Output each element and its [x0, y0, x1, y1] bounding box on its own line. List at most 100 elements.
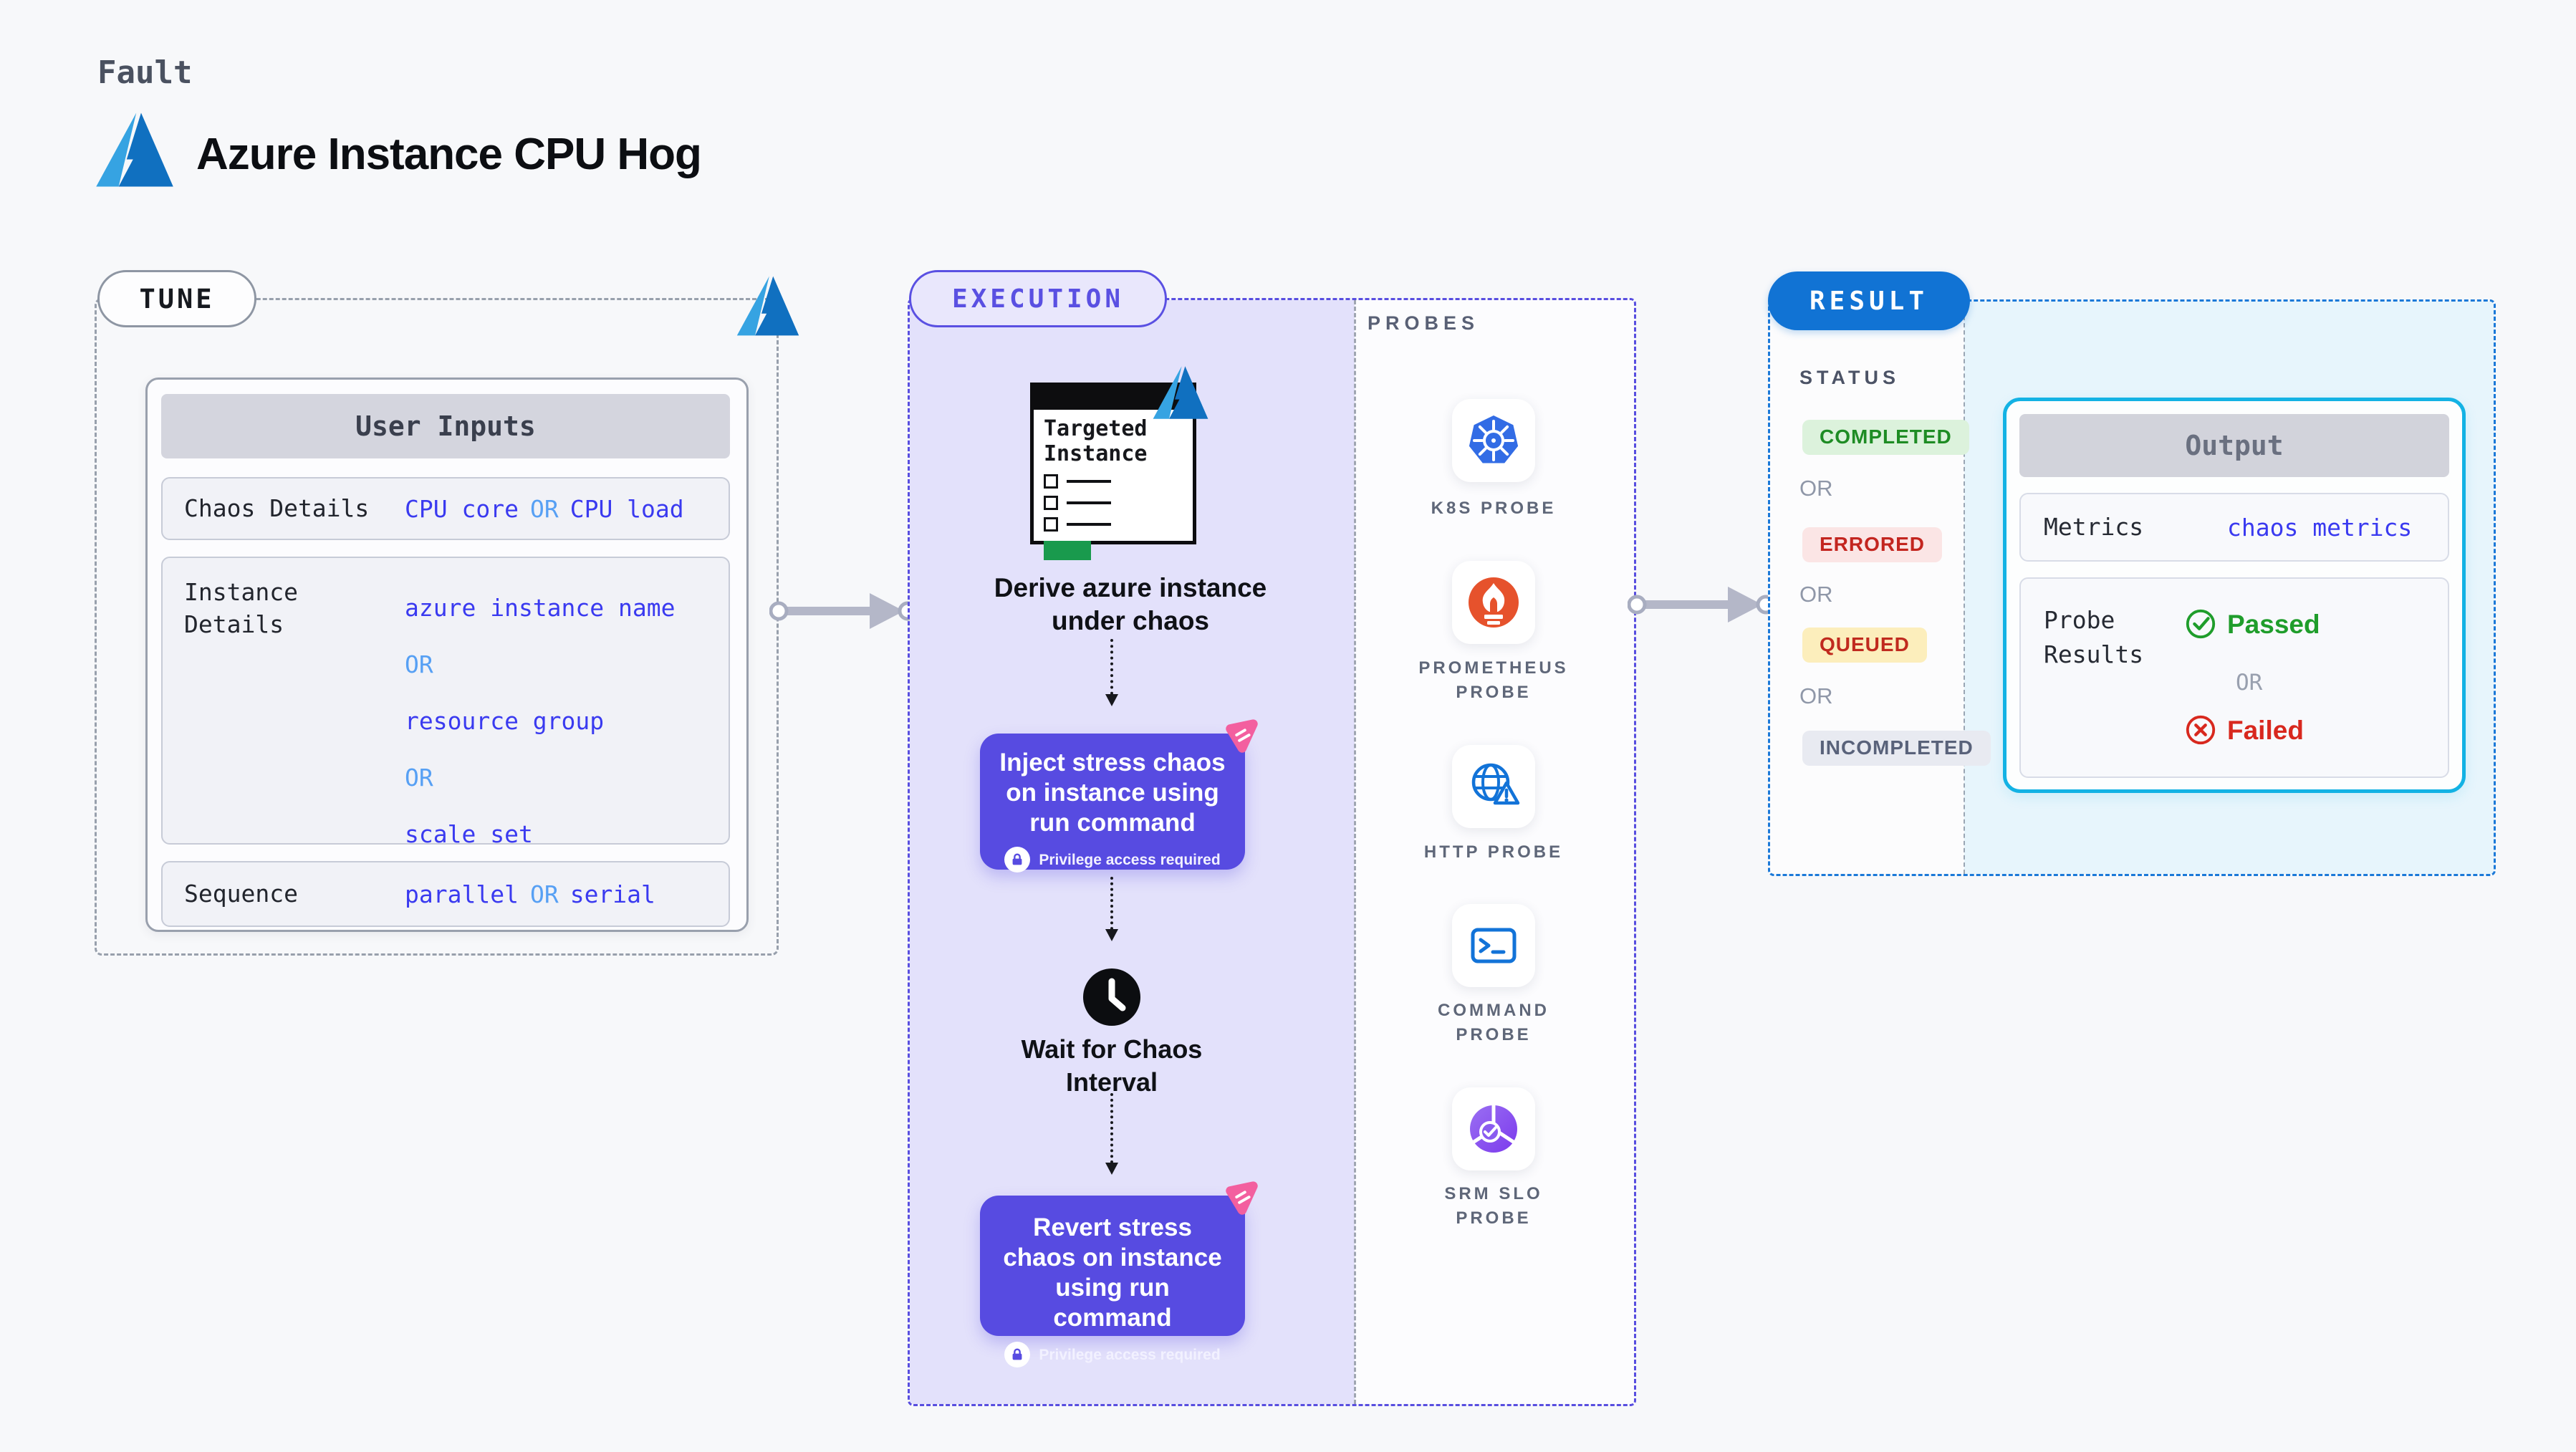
- sequence-row: Sequence parallel OR serial: [161, 861, 730, 927]
- probe-card-command: [1452, 904, 1535, 987]
- status-badge-incompleted: INCOMPLETED: [1802, 731, 1991, 766]
- chaos-experiment-badge-icon: [1226, 1181, 1258, 1215]
- fault-kicker: Fault: [97, 54, 193, 91]
- sequence-value: parallel OR serial: [405, 880, 655, 908]
- window-body: Targeted Instance: [1044, 416, 1180, 560]
- output-card: Output Metrics chaos metrics Probe Resul…: [2003, 398, 2466, 793]
- chaos-details-row: Chaos Details CPU core OR CPU load: [161, 477, 730, 540]
- passed-result: Passed: [2184, 607, 2320, 640]
- status-badge-completed: COMPLETED: [1802, 420, 1969, 455]
- instance-value-3: scale set: [405, 820, 533, 848]
- sequence-value-2: serial: [569, 880, 655, 908]
- inject-chaos-node: Inject stress chaos on instance using ru…: [980, 734, 1245, 872]
- azure-logo-icon: [1153, 366, 1208, 419]
- probe-label-command: COMMAND PROBE: [1438, 1001, 1549, 1044]
- status-separator: [1964, 302, 1965, 874]
- output-header: Output: [2019, 414, 2449, 477]
- probes-separator: [1354, 300, 1356, 1404]
- probe-label-prometheus: PROMETHEUS PROBE: [1418, 658, 1569, 702]
- probe-card-srm-slo: [1452, 1087, 1535, 1170]
- or-separator: OR: [2236, 670, 2263, 696]
- privilege-row: Privilege access required: [980, 1342, 1245, 1367]
- privilege-label: Privilege access required: [1039, 851, 1221, 868]
- flow-arrow-icon: [769, 593, 918, 629]
- failed-result: Failed: [2184, 713, 2304, 746]
- checkbox-row: [1044, 516, 1180, 532]
- probe-label-k8s: K8S PROBE: [1431, 499, 1557, 518]
- probes-background: [1355, 300, 1634, 1404]
- or-separator: OR: [405, 650, 433, 678]
- metrics-label: Metrics: [2044, 512, 2144, 541]
- probe-label-http: HTTP PROBE: [1423, 842, 1564, 862]
- execution-badge: EXECUTION: [909, 270, 1167, 327]
- clock-icon: [1083, 968, 1140, 1026]
- probe-card-http: [1452, 745, 1535, 828]
- sequence-label: Sequence: [184, 879, 298, 908]
- azure-logo-icon: [736, 276, 799, 336]
- chaos-experiment-badge-icon: [1226, 719, 1258, 753]
- terminal-icon: [1471, 928, 1517, 963]
- status-badge-queued: QUEUED: [1802, 628, 1927, 663]
- probe-label-srm-slo: SRM SLO PROBE: [1444, 1184, 1543, 1228]
- probe-card-k8s: [1452, 399, 1535, 482]
- window-button-shape: [1044, 540, 1091, 560]
- user-inputs-header: User Inputs: [161, 394, 730, 458]
- derive-instance-caption: Derive azure instance under chaos: [994, 573, 1267, 635]
- probe-results-label: Probe Results: [2044, 606, 2144, 668]
- revert-chaos-node: Revert stress chaos on instance using ru…: [980, 1196, 1245, 1367]
- result-badge: RESULT: [1768, 271, 1970, 330]
- revert-chaos-label: Revert stress chaos on instance using ru…: [1003, 1213, 1222, 1332]
- probe-results-row: Probe Results Passed OR Failed: [2019, 577, 2449, 778]
- wait-interval-caption: Wait for Chaos Interval: [1021, 1034, 1203, 1097]
- lock-icon: [1004, 1342, 1031, 1367]
- or-separator: OR: [1799, 582, 1833, 607]
- flow-arrow-down-icon: [1105, 639, 1118, 706]
- flow-arrow-down-icon: [1105, 1093, 1118, 1175]
- failed-label: Failed: [2227, 715, 2304, 745]
- checkbox-row: [1044, 495, 1180, 510]
- or-separator: OR: [1799, 476, 1833, 501]
- checkbox-row: [1044, 473, 1180, 489]
- checkbox-icon: [1044, 473, 1058, 489]
- check-circle-icon: [2186, 609, 2216, 639]
- page-title: Azure Instance CPU Hog: [196, 130, 702, 179]
- text-line: [1067, 479, 1111, 483]
- or-separator: OR: [529, 494, 559, 523]
- metrics-value: chaos metrics: [2227, 513, 2413, 542]
- lock-icon: [1004, 847, 1031, 872]
- x-circle-icon: [2186, 715, 2216, 745]
- instance-details-label: Instance Details: [184, 578, 298, 638]
- azure-logo-icon: [96, 112, 173, 187]
- kubernetes-icon: [1469, 415, 1519, 463]
- http-globe-warning-icon: [1471, 763, 1520, 805]
- instance-value-1: azure instance name: [405, 594, 676, 622]
- tune-panel: [95, 298, 779, 956]
- passed-label: Passed: [2227, 609, 2320, 639]
- instance-value-2: resource group: [405, 707, 605, 735]
- or-separator: OR: [1799, 683, 1833, 708]
- or-separator: OR: [529, 880, 559, 908]
- privilege-row: Privilege access required: [980, 847, 1245, 872]
- inject-chaos-label: Inject stress chaos on instance using ru…: [999, 749, 1226, 837]
- status-badge-errored: ERRORED: [1802, 527, 1943, 562]
- srm-slo-icon: [1470, 1105, 1517, 1153]
- flow-arrow-icon: [1628, 587, 1776, 622]
- chaos-details-label: Chaos Details: [184, 494, 370, 522]
- instance-details-values: azure instance name OR resource group OR…: [405, 577, 676, 848]
- targeted-instance-window: Targeted Instance: [1030, 383, 1196, 560]
- chaos-value-2: CPU load: [569, 494, 684, 523]
- targeted-instance-label: Targeted Instance: [1044, 416, 1148, 467]
- or-separator: OR: [405, 764, 433, 792]
- privilege-label: Privilege access required: [1039, 1346, 1221, 1363]
- probe-card-prometheus: [1452, 561, 1535, 644]
- status-header: STATUS: [1799, 367, 1900, 388]
- prometheus-icon: [1469, 577, 1519, 628]
- sequence-value-1: parallel: [405, 880, 519, 908]
- checkbox-icon: [1044, 495, 1058, 510]
- text-line: [1067, 501, 1111, 504]
- checkbox-icon: [1044, 516, 1058, 532]
- instance-details-row: Instance Details azure instance name OR …: [161, 557, 730, 848]
- chaos-value-1: CPU core: [405, 494, 519, 523]
